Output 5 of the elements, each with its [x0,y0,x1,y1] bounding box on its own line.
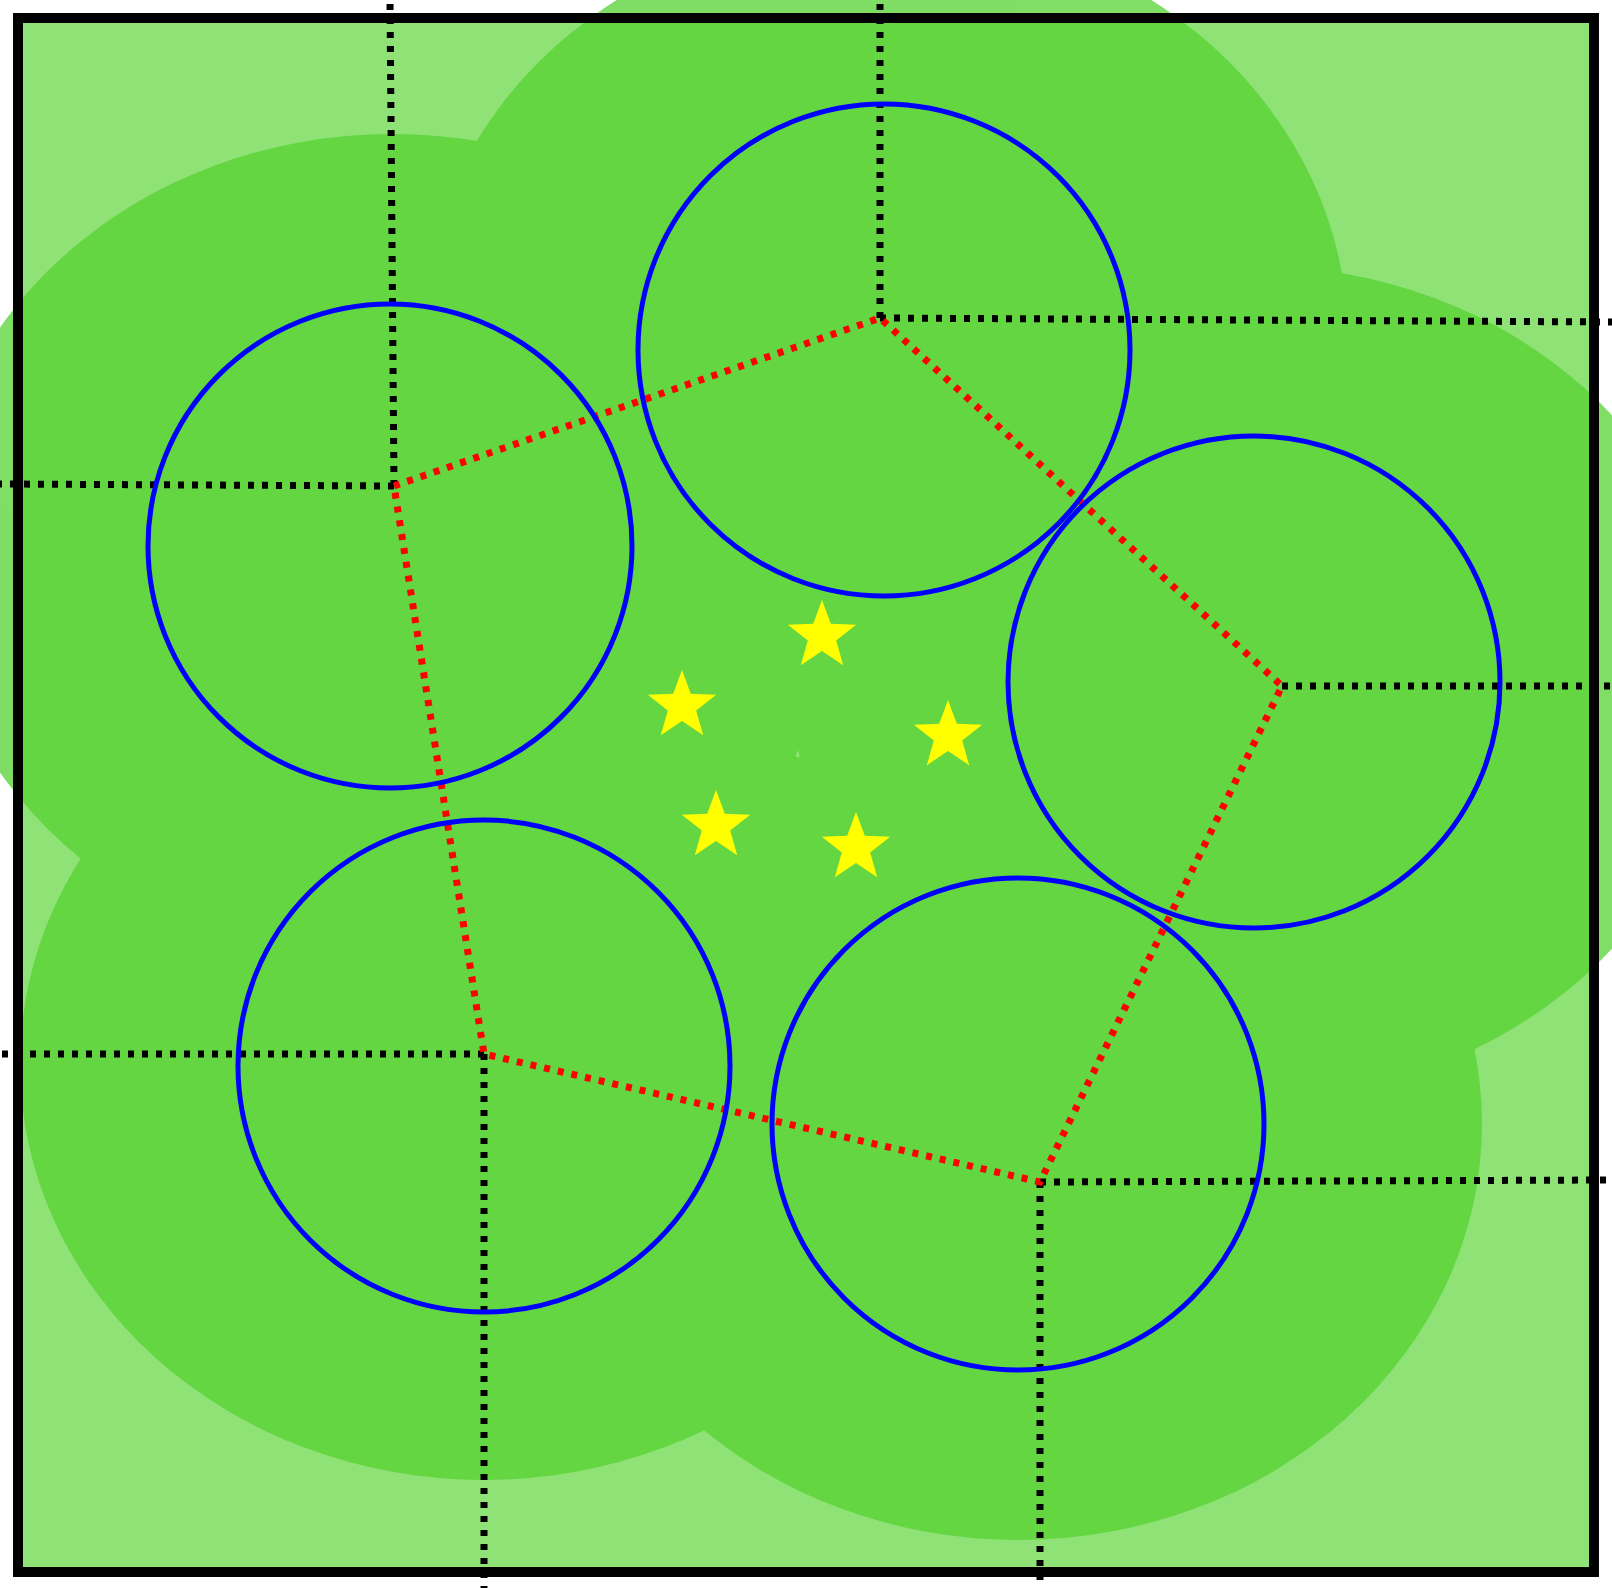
circle-outline [1005,433,1503,931]
circle-outline [635,101,1133,599]
circle-outline [769,875,1267,1373]
circle-outline [235,817,733,1315]
circle-outline [145,301,635,791]
